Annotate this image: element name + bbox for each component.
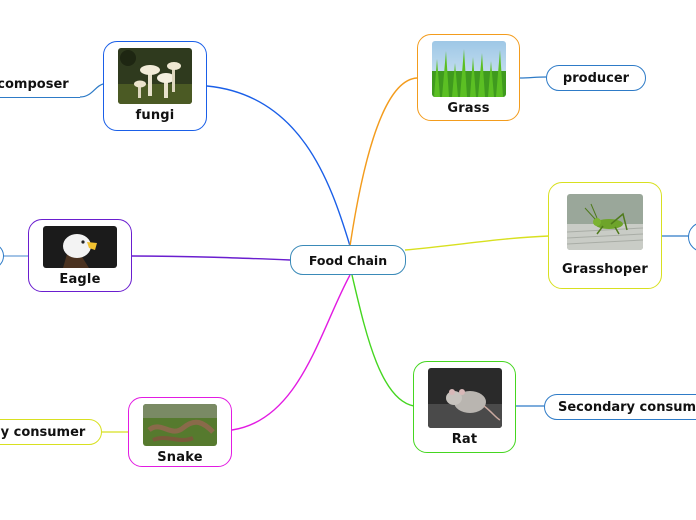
link-center-rat: [351, 274, 415, 407]
snake-node[interactable]: Snake: [128, 397, 232, 467]
primary-consumer-pill[interactable]: y consumer: [0, 419, 102, 445]
secondary-consumer-pill[interactable]: Secondary consum: [544, 394, 696, 420]
rat-node[interactable]: Rat: [413, 361, 516, 453]
eagle-label: Eagle: [59, 272, 101, 287]
grasshopper-photo: [567, 194, 643, 250]
link-center-grass: [349, 77, 418, 247]
link-grass-producer: [519, 76, 547, 79]
link-center-grasshopper: [404, 235, 550, 251]
eagle-photo: [43, 226, 117, 268]
decomposer-pill[interactable]: composer: [0, 72, 80, 98]
rat-photo: [427, 368, 502, 428]
secondary-consumer-label: Secondary consum: [558, 399, 696, 415]
grasshopper-node[interactable]: Grasshoper: [548, 182, 662, 289]
grass-node[interactable]: Grass: [417, 34, 520, 121]
grasshopper-label: Grasshoper: [561, 262, 649, 277]
producer-pill[interactable]: producer: [546, 65, 646, 91]
mushroom-photo: [118, 48, 192, 104]
link-fungi-decomposer: [0, 83, 104, 98]
link-center-eagle: [131, 255, 291, 261]
decomposer-label: composer: [0, 77, 69, 92]
fungi-node[interactable]: fungi: [103, 41, 207, 131]
central-topic[interactable]: Food Chain: [290, 245, 406, 275]
central-topic-label: Food Chain: [308, 252, 388, 268]
grass-photo: [431, 41, 506, 97]
fungi-label: fungi: [135, 108, 175, 123]
grass-label: Grass: [447, 101, 490, 116]
snake-label: Snake: [157, 450, 203, 465]
link-center-fungi: [206, 85, 351, 247]
primary-consumer-label: y consumer: [0, 424, 86, 440]
producer-label: producer: [562, 70, 630, 86]
link-center-snake: [231, 274, 351, 431]
snake-photo: [143, 404, 217, 446]
rat-label: Rat: [451, 432, 478, 447]
eagle-node[interactable]: Eagle: [28, 219, 132, 292]
